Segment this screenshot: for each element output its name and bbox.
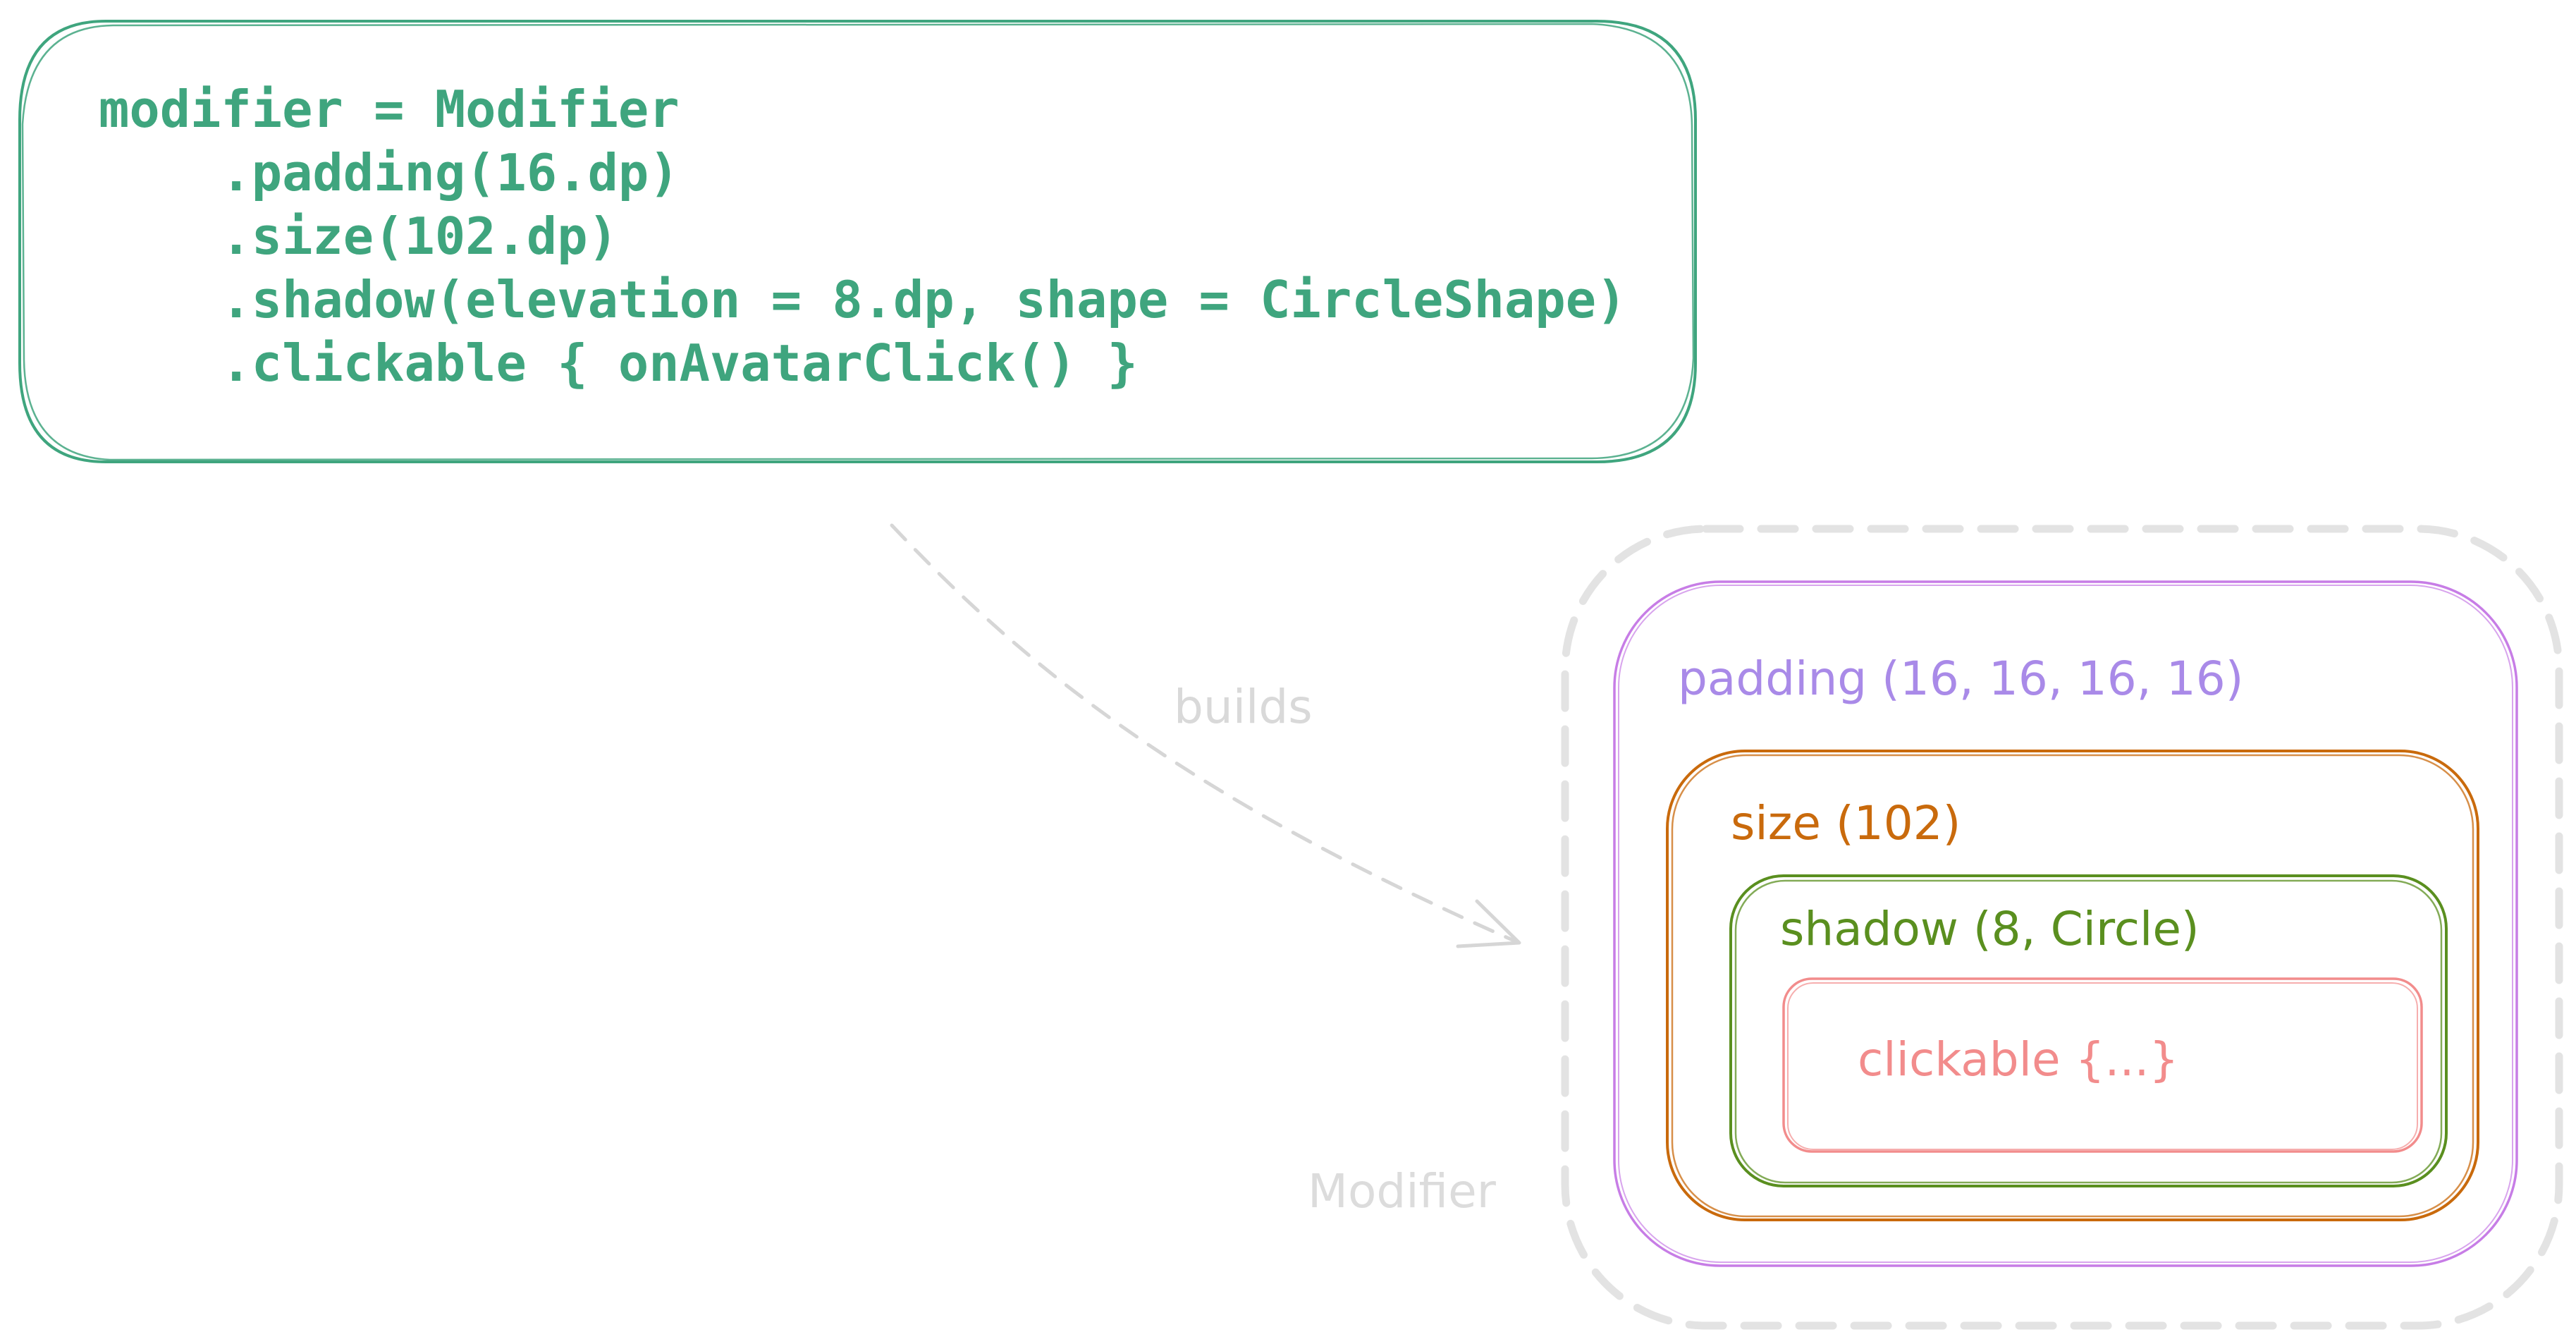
builds-label: builds <box>1174 680 1313 734</box>
code-line-1: modifier = Modifier <box>99 80 680 139</box>
clickable-label: clickable {...} <box>1858 1032 2179 1087</box>
shadow-label: shadow (8, Circle) <box>1780 902 2200 956</box>
shadow-box: shadow (8, Circle) <box>1729 874 2448 1187</box>
code-box-border <box>18 20 1697 463</box>
builds-arrow-head <box>1456 899 1521 948</box>
padding-box-border-sketch <box>1618 585 2513 1263</box>
size-box-border <box>1666 750 2479 1221</box>
shadow-box-border <box>1729 874 2448 1187</box>
code-box: modifier = Modifier .padding(16.dp) .siz… <box>18 20 1697 463</box>
clickable-box-border <box>1782 977 2423 1153</box>
code-line-2: .padding(16.dp) <box>99 143 680 202</box>
modifier-outline <box>1561 525 2563 1330</box>
modifier-container: Modifier <box>1308 525 2563 1330</box>
code-line-4: .shadow(elevation = 8.dp, shape = Circle… <box>99 270 1626 329</box>
builds-arrow-line <box>890 523 1518 943</box>
clickable-box-border-sketch <box>1787 982 2418 1150</box>
size-label: size (102) <box>1731 796 1961 850</box>
padding-box: padding (16, 16, 16, 16) <box>1613 580 2518 1267</box>
shadow-box-border-sketch <box>1734 879 2443 1184</box>
code-box-border-sketch <box>21 23 1695 461</box>
clickable-box: clickable {...} <box>1782 977 2423 1153</box>
size-box: size (102) <box>1666 750 2479 1221</box>
code-line-5: .clickable { onAvatarClick() } <box>99 334 1138 393</box>
padding-box-border <box>1613 580 2518 1267</box>
modifier-label: Modifier <box>1308 1164 1497 1218</box>
code-line-3: .size(102.dp) <box>99 207 618 266</box>
padding-label: padding (16, 16, 16, 16) <box>1678 652 2243 706</box>
size-box-border-sketch <box>1671 754 2474 1218</box>
builds-arrow: builds <box>890 523 1521 948</box>
